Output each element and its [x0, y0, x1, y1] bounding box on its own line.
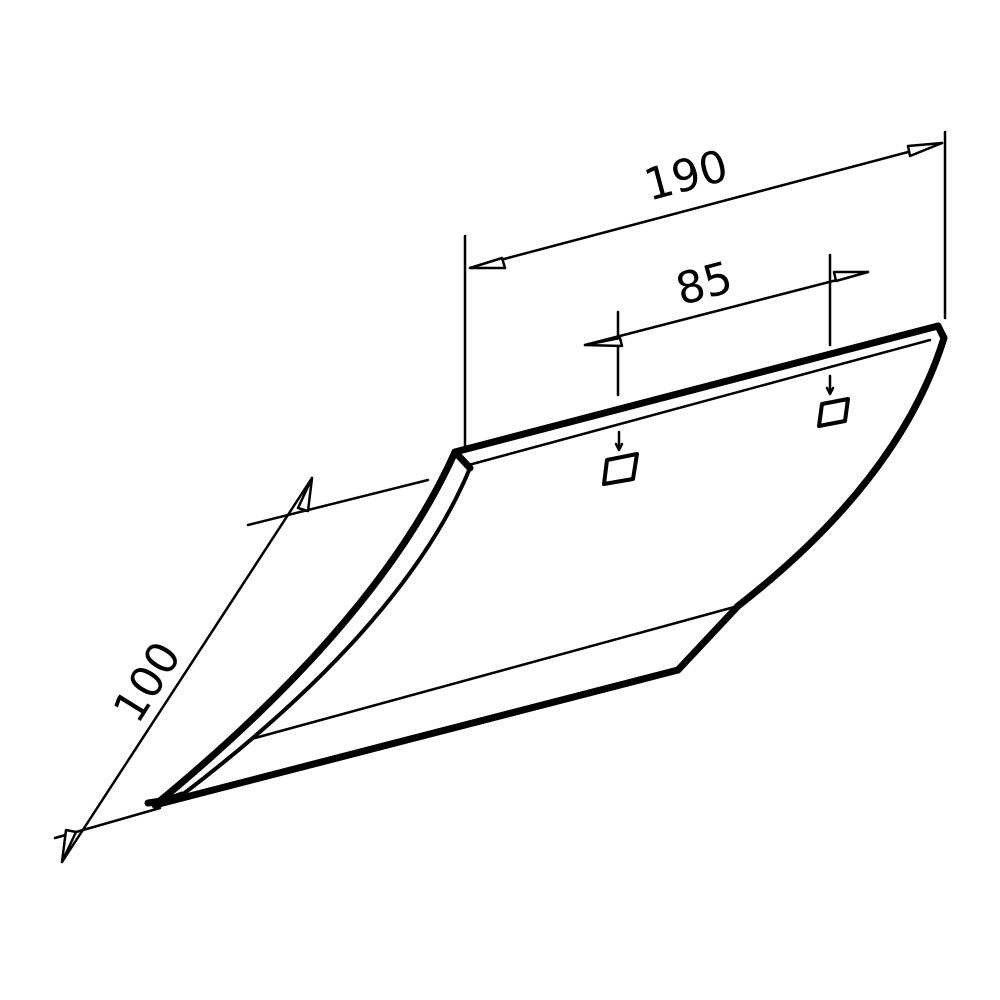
- blade-top-inner-edge: [463, 338, 932, 468]
- hole-spacing-arrow-right: [832, 270, 870, 283]
- wear-strip-right-end: [674, 602, 742, 674]
- height-arrow-bottom: [60, 828, 78, 864]
- height-dimension-line: [60, 476, 314, 864]
- hole-leader-right-tip: [825, 386, 835, 396]
- hole-spacing-dimension: 85: [583, 252, 870, 452]
- height-dimension: 100: [53, 476, 430, 864]
- wear-strip-top-line: [253, 604, 740, 740]
- width-arrow-left: [468, 256, 507, 270]
- blade-left-inner-edge: [180, 466, 472, 797]
- width-dimension-line: [468, 141, 944, 270]
- blade-left-outer-edge: [151, 448, 459, 809]
- height-extension-line-top: [246, 478, 430, 527]
- hole-leader-left-tip: [614, 442, 624, 452]
- hole-spacing-dimension-label: 85: [671, 252, 738, 316]
- width-arrow-right: [906, 141, 944, 158]
- hole-spacing-dimension-line: [583, 270, 870, 347]
- hole-spacing-arrow-left: [583, 336, 624, 348]
- blade-bottom-edge: [151, 666, 682, 809]
- blade-right-edge: [734, 322, 948, 610]
- height-arrow-top: [296, 476, 314, 513]
- blade-bottom-left-tip: [144, 791, 186, 807]
- blade-body: [144, 322, 948, 809]
- mounting-hole-left: [602, 452, 639, 486]
- mounting-hole-right: [817, 397, 850, 428]
- mounting-holes: [602, 397, 850, 486]
- blade-top-edge: [451, 322, 942, 456]
